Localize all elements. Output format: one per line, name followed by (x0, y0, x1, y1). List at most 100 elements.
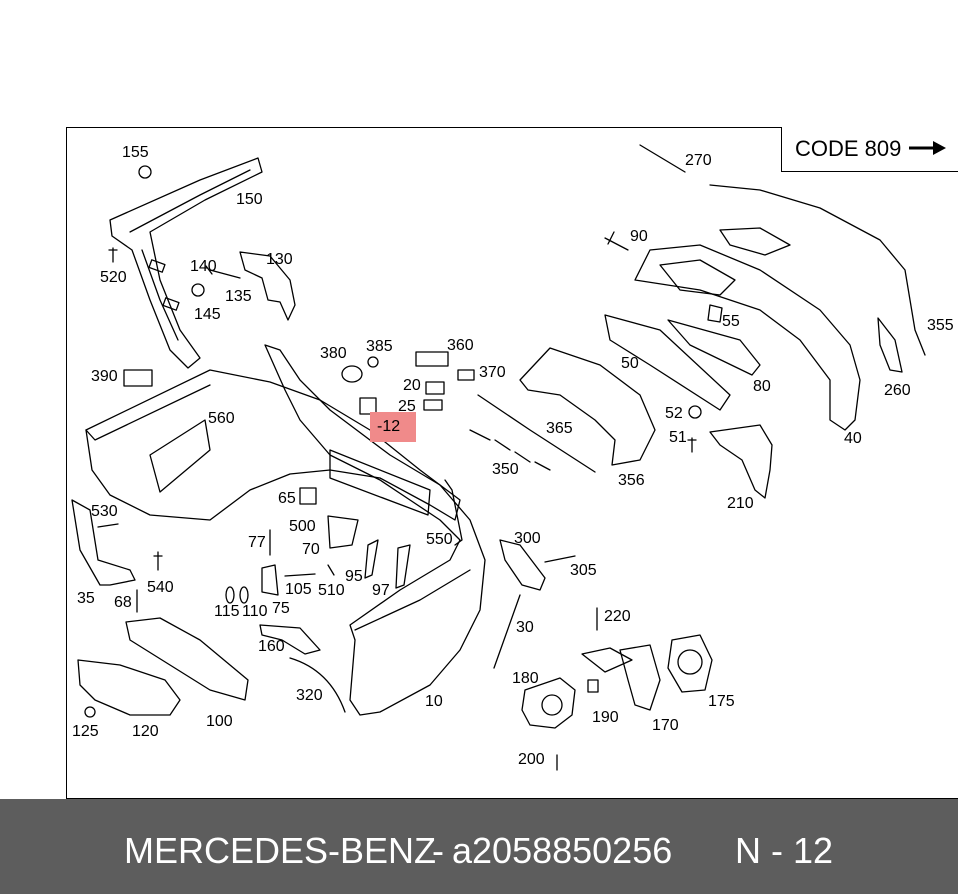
part-65-clip (299, 487, 317, 505)
part-180-housing (521, 677, 576, 729)
part-560-bumper-cover (85, 369, 461, 521)
part-label-180: 180 (512, 670, 539, 687)
part-510-screw (327, 564, 335, 576)
footer-brand: MERCEDES-BENZ (124, 830, 437, 871)
part-label-50: 50 (621, 355, 639, 372)
part-10-bumper (264, 344, 486, 716)
part-label-75: 75 (272, 600, 290, 617)
part-95-insert (364, 539, 379, 579)
part-label-125: 125 (72, 723, 99, 740)
part-105-bolt (284, 573, 316, 577)
part-125-nut (84, 706, 96, 718)
footer-page: N - 12 (735, 830, 834, 871)
part-label-170: 170 (652, 717, 679, 734)
part-label-77: 77 (248, 534, 266, 551)
part-500-holder (327, 515, 359, 549)
part-530-screw (97, 523, 119, 528)
part-label-520: 520 (100, 269, 127, 286)
part-90-pin (604, 231, 629, 251)
part-365-harness (477, 394, 596, 473)
part-210-bracket (709, 424, 773, 499)
part-label-80: 80 (753, 378, 771, 395)
part-label-305: 305 (570, 562, 597, 579)
part-175-ring (667, 634, 713, 693)
part-label-20: 20 (403, 377, 421, 394)
part-label-70: 70 (302, 541, 320, 558)
part-115-washer (225, 586, 235, 604)
footer-part-number: a2058850256 (452, 830, 673, 871)
part-170-bracket-top (581, 647, 633, 673)
part-label-145: 145 (194, 306, 221, 323)
part-355-trim (709, 184, 926, 356)
part-20-holder (425, 381, 445, 395)
part-label-68: 68 (114, 594, 132, 611)
code-box: CODE 809 (781, 127, 958, 172)
part-260-trim (877, 317, 903, 373)
part-300-bracket (499, 539, 546, 591)
part-label-40: 40 (844, 430, 862, 447)
footer-separator: - (432, 830, 444, 871)
part-40-diffuser (634, 244, 861, 431)
part-label-320: 320 (296, 687, 323, 704)
part-label-220: 220 (604, 608, 631, 625)
part-110-washer (239, 586, 249, 604)
part-label-105: 105 (285, 581, 312, 598)
part-12-clip (359, 397, 377, 415)
footer-bar: MERCEDES-BENZ - a2058850256 N - 12 (0, 799, 958, 894)
part-51-screw (687, 437, 697, 453)
part-label-100: 100 (206, 713, 233, 730)
part-120-bracket (77, 659, 181, 716)
part-label-540: 540 (147, 579, 174, 596)
part-100-bracket (125, 617, 249, 701)
part-label-120: 120 (132, 723, 159, 740)
part-380-sensor (341, 365, 363, 383)
part-label-356: 356 (618, 472, 645, 489)
part-145-washer (191, 283, 205, 297)
part-540-screw (153, 551, 163, 571)
part-label-130: 130 (266, 251, 293, 268)
part-label-510: 510 (318, 582, 345, 599)
code-label: CODE 809 (795, 136, 902, 161)
part-label-190: 190 (592, 709, 619, 726)
part-label-150: 150 (236, 191, 263, 208)
part-label-355: 355 (927, 317, 954, 334)
part-35-bracket (71, 499, 136, 586)
part-label-97: 97 (372, 582, 390, 599)
part-label-51: 51 (669, 429, 687, 446)
part-25-holder (423, 399, 443, 411)
part-label-135: 135 (225, 288, 252, 305)
part-80-panel (667, 319, 761, 376)
part-label-365: 365 (546, 420, 573, 437)
part-label-35: 35 (77, 590, 95, 607)
part-label-260: 260 (884, 382, 911, 399)
part-label-highlighted: -12 (377, 418, 401, 435)
part-97-insert (395, 544, 411, 589)
part-390-plug (123, 369, 153, 387)
part-label-155: 155 (122, 144, 149, 161)
part-label-530: 530 (91, 503, 118, 520)
part-55-clip (707, 304, 723, 323)
part-label-500: 500 (289, 518, 316, 535)
part-label-390: 390 (91, 368, 118, 385)
part-label-110: 110 (242, 603, 268, 620)
part-320-trim (289, 657, 346, 713)
part-385-ring (367, 356, 379, 368)
part-52-nut (688, 405, 702, 419)
part-label-550: 550 (426, 531, 453, 548)
part-label-360: 360 (447, 337, 474, 354)
part-520-screw (108, 247, 118, 263)
part-350-harness (469, 429, 551, 471)
part-270-rod (639, 144, 686, 173)
part-50-deflector (604, 314, 731, 411)
part-550-side (444, 479, 463, 546)
part-label-175: 175 (708, 693, 735, 710)
part-30-strip (493, 594, 521, 669)
part-370-connector (457, 369, 475, 381)
part-label-385: 385 (366, 338, 393, 355)
part-label-560: 560 (208, 410, 235, 427)
part-label-140: 140 (190, 258, 217, 275)
part-label-95: 95 (345, 568, 363, 585)
arrow-right-icon (909, 136, 947, 162)
part-150-bracket (109, 157, 263, 369)
part-label-65: 65 (278, 490, 296, 507)
